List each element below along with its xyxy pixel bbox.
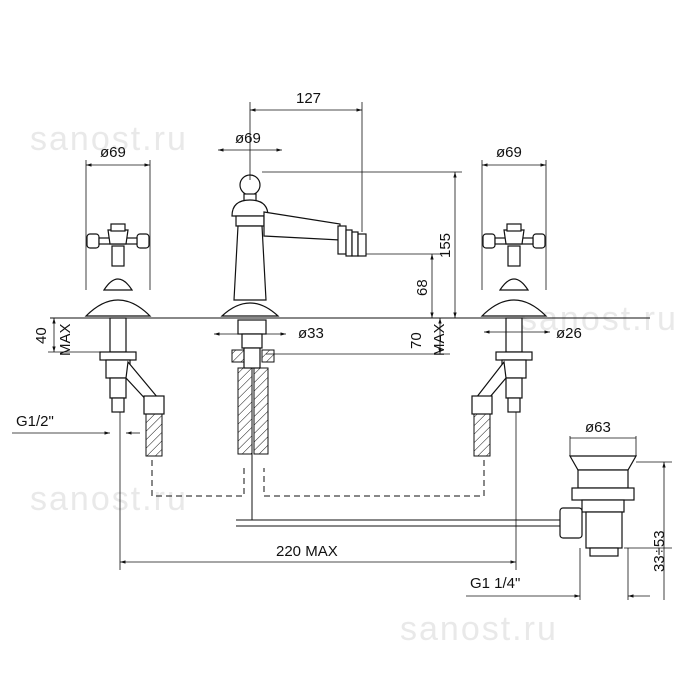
waste-assembly bbox=[559, 455, 638, 557]
left-handle-valve bbox=[84, 223, 165, 457]
dim-right-handle-diameter: ø69 bbox=[496, 144, 522, 161]
dim-waste-diameter: ø63 bbox=[585, 419, 611, 436]
dim-center-deck-max: MAX bbox=[431, 323, 448, 356]
dim-left-handle-diameter: ø69 bbox=[100, 144, 126, 161]
dim-outlet-height: 68 bbox=[414, 279, 431, 296]
dim-left-deck-thickness: 40 bbox=[33, 327, 50, 344]
dim-spout-reach: 127 bbox=[296, 90, 321, 107]
dim-waste-height: 33÷53 bbox=[651, 530, 668, 572]
center-spout bbox=[220, 174, 367, 527]
watermark-group: sanost.ru sanost.ru sanost.ru sanost.ru bbox=[30, 120, 676, 648]
dim-center-deck-thickness: 70 bbox=[408, 332, 425, 349]
dim-left-deck-max: MAX bbox=[57, 323, 74, 356]
dim-spout-base-diameter: ø69 bbox=[235, 130, 261, 147]
dim-right-shank-diameter: ø26 bbox=[556, 325, 582, 342]
dim-spacing-max: 220 MAX bbox=[276, 543, 338, 560]
dim-inlet-thread: G1/2" bbox=[16, 413, 54, 430]
dim-spout-height: 155 bbox=[437, 233, 454, 258]
dim-waste-thread: G1 1/4" bbox=[470, 575, 520, 592]
watermark-text: sanost.ru bbox=[400, 610, 558, 648]
watermark-text: sanost.ru bbox=[30, 120, 188, 158]
watermark-text: sanost.ru bbox=[30, 480, 188, 518]
supply-lines bbox=[151, 460, 485, 497]
right-handle-valve bbox=[471, 223, 548, 457]
dim-center-shank-diameter: ø33 bbox=[298, 325, 324, 342]
popup-rod bbox=[254, 519, 560, 527]
